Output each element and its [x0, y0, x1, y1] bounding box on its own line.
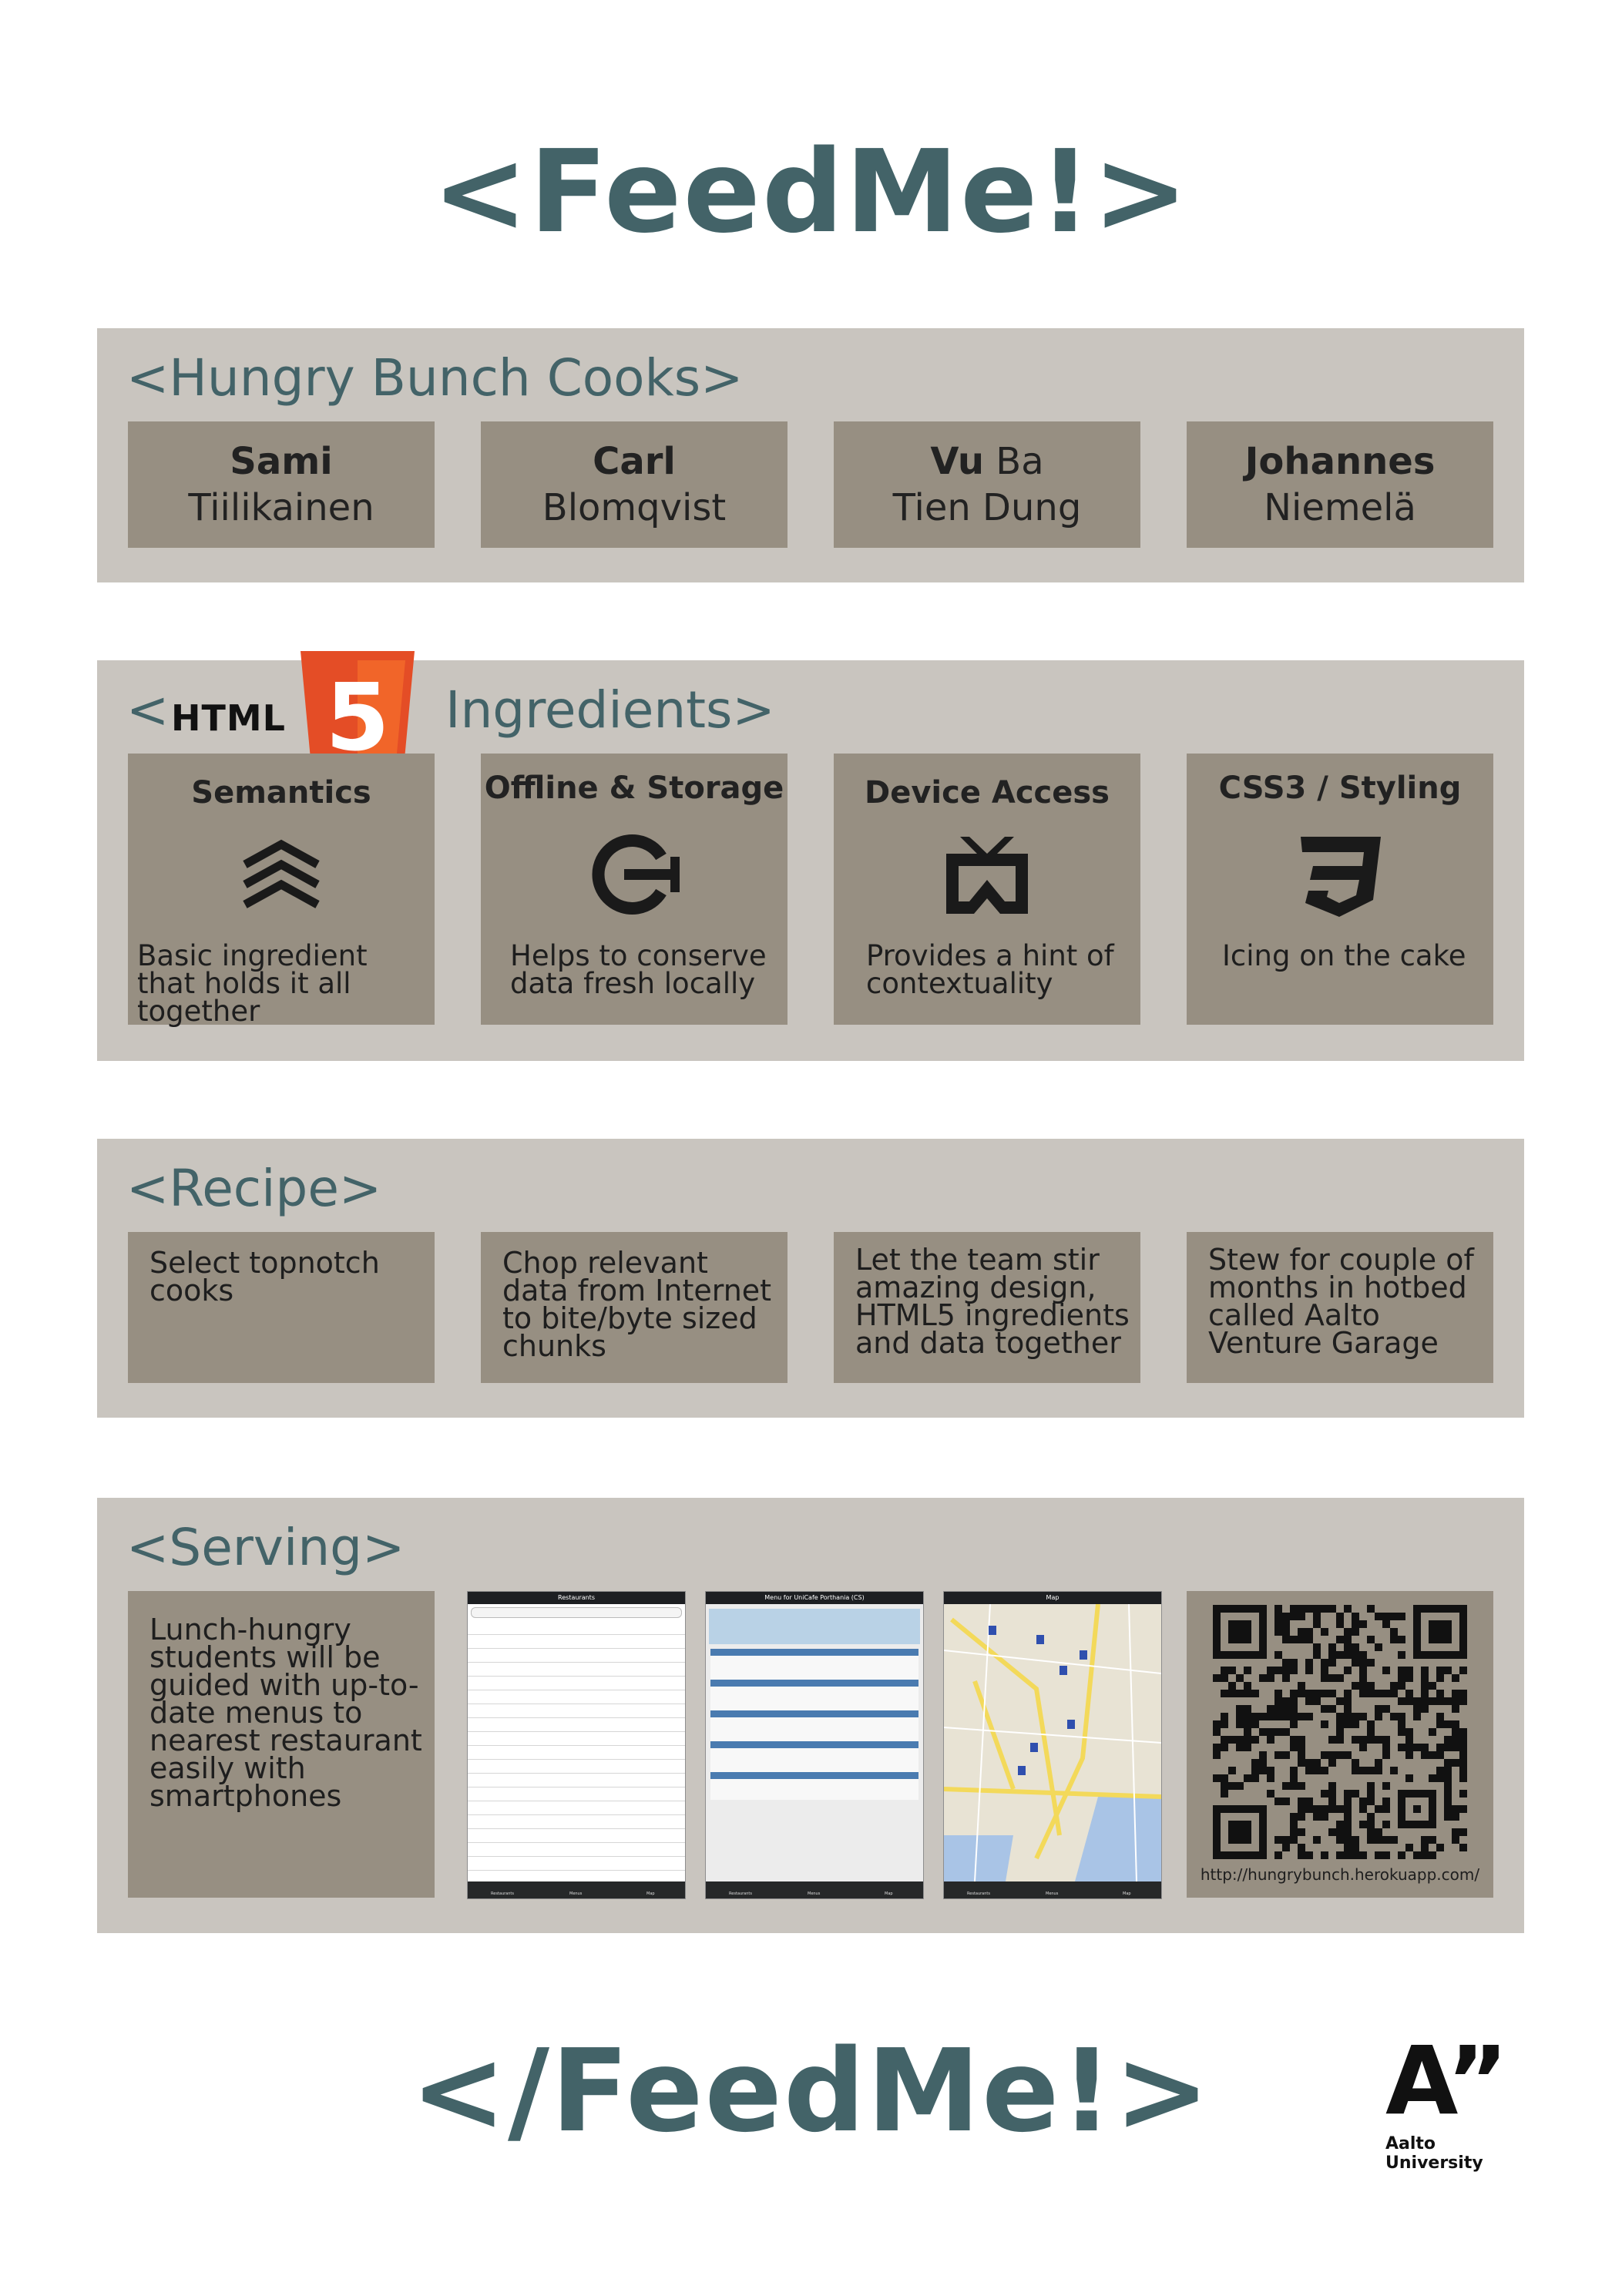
screenshot-menu: Menu for UniCafe Porthania (CS) Restaura… [705, 1591, 924, 1899]
serving-desc: Lunch-hungry students will be guided wit… [149, 1613, 422, 1813]
ingredient-title: Semantics [191, 775, 371, 811]
screen-menu-list [710, 1649, 918, 1800]
recipe-step-text: Let the team stir amazing design, HTML5 … [855, 1243, 1130, 1360]
qr-card: http://hungrybunch.herokuapp.com/ [1187, 1591, 1493, 1898]
serving-section: <Serving> Lunch-hungry students will be … [97, 1498, 1524, 1933]
screen-tab-bar: Restaurants Menus Map [944, 1881, 1161, 1898]
cooks-section: <Hungry Bunch Cooks> Sami Tiilikainen Ca… [97, 328, 1524, 582]
ingredient-title: CSS3 / Styling [1218, 770, 1462, 806]
recipe-step-card: Chop relevant data from Internet to bite… [481, 1232, 787, 1383]
screenshot-restaurants: Restaurants Restaurants Menus Map [467, 1591, 686, 1899]
cook-first-name: Johannes [1244, 440, 1436, 483]
ingredient-card: Device Access Provides a hint of context… [834, 754, 1140, 1025]
ingredient-desc: Helps to conserve data fresh locally [510, 939, 767, 1000]
cook-last-name: Blomqvist [542, 486, 727, 529]
cook-first-name: Sami [230, 440, 333, 483]
tab-label: Map [885, 1892, 893, 1896]
cooks-heading: <Hungry Bunch Cooks> [126, 348, 744, 408]
semantics-icon [240, 837, 322, 918]
css3-icon [1299, 837, 1381, 918]
aalto-logo-mark: A” [1385, 2026, 1508, 2136]
cook-last-name: Tiilikainen [188, 486, 374, 529]
serving-heading: <Serving> [126, 1518, 405, 1577]
screen-search-field [471, 1607, 682, 1618]
serving-desc-card: Lunch-hungry students will be guided wit… [128, 1591, 435, 1898]
tab-label: Map [646, 1892, 655, 1896]
tab-label: Restaurants [729, 1892, 752, 1896]
screenshot-map: Map [943, 1591, 1162, 1899]
cook-last-name: Tien Dung [892, 486, 1082, 529]
cook-middle-name: Ba [984, 440, 1044, 483]
recipe-step-card: Select topnotch cooks [128, 1232, 435, 1383]
ingredients-section: < HTML 5 Ingredients> Semantics Basic in… [97, 651, 1524, 1061]
tab-label: Map [1123, 1892, 1131, 1896]
ingredient-desc: Icing on the cake [1222, 939, 1466, 972]
ingredient-desc: Basic ingredient that holds it all toget… [137, 939, 368, 1028]
screen-title: Map [944, 1592, 1161, 1604]
cook-first-name: Carl [593, 440, 676, 483]
cook-first-name: Vu [930, 440, 984, 483]
cook-card: Sami Tiilikainen [128, 421, 435, 548]
tab-label: Menus [1046, 1892, 1059, 1896]
ingredients-heading-open: < [126, 680, 170, 740]
page-title: <FeedMe!> [432, 126, 1190, 258]
cook-card: Johannes Niemelä [1187, 421, 1493, 548]
qr-code-icon [1213, 1605, 1467, 1859]
screen-map [944, 1603, 1161, 1882]
recipe-heading: <Recipe> [126, 1159, 382, 1218]
page-title-close: </FeedMe!> [410, 2025, 1212, 2157]
cook-card: Carl Blomqvist [481, 421, 787, 548]
ingredients-heading: Ingredients> [445, 680, 775, 740]
tab-label: Restaurants [491, 1892, 514, 1896]
ingredient-title: Offline & Storage [484, 770, 784, 806]
aalto-university-name: Aalto University [1385, 2134, 1483, 2173]
screen-title: Menu for UniCafe Porthania (CS) [706, 1592, 923, 1604]
screen-tab-bar: Restaurants Menus Map [468, 1881, 685, 1898]
screen-map-preview [709, 1609, 920, 1644]
ingredient-card: Semantics Basic ingredient that holds it… [128, 754, 435, 1025]
recipe-step-text: Select topnotch cooks [149, 1246, 380, 1307]
recipe-section: <Recipe> Select topnotch cooks Chop rele… [97, 1139, 1524, 1418]
ingredient-card: Offline & Storage Helps to conserve data… [481, 754, 787, 1025]
screen-list-rows [468, 1621, 685, 1880]
aalto-logo: A” Aalto University [1385, 2034, 1532, 2173]
tab-label: Restaurants [967, 1892, 990, 1896]
tab-label: Menus [808, 1892, 821, 1896]
recipe-step-card: Stew for couple of months in hotbed call… [1187, 1232, 1493, 1383]
ingredient-desc: Provides a hint of contextuality [866, 939, 1114, 1000]
recipe-step-text: Chop relevant data from Internet to bite… [502, 1246, 772, 1363]
device-access-icon [946, 837, 1028, 918]
screen-title: Restaurants [468, 1592, 685, 1604]
ingredient-title: Device Access [864, 775, 1110, 811]
cook-card: Vu Ba Tien Dung [834, 421, 1140, 548]
tab-label: Menus [569, 1892, 583, 1896]
cook-last-name: Niemelä [1264, 486, 1416, 529]
screen-tab-bar: Restaurants Menus Map [706, 1881, 923, 1898]
html5-wordmark: HTML [171, 697, 286, 739]
recipe-step-text: Stew for couple of months in hotbed call… [1208, 1243, 1474, 1360]
offline-storage-icon [590, 834, 680, 915]
recipe-step-card: Let the team stir amazing design, HTML5 … [834, 1232, 1140, 1383]
ingredient-card: CSS3 / Styling Icing on the cake [1187, 754, 1493, 1025]
qr-url: http://hungrybunch.herokuapp.com/ [1200, 1865, 1480, 1884]
